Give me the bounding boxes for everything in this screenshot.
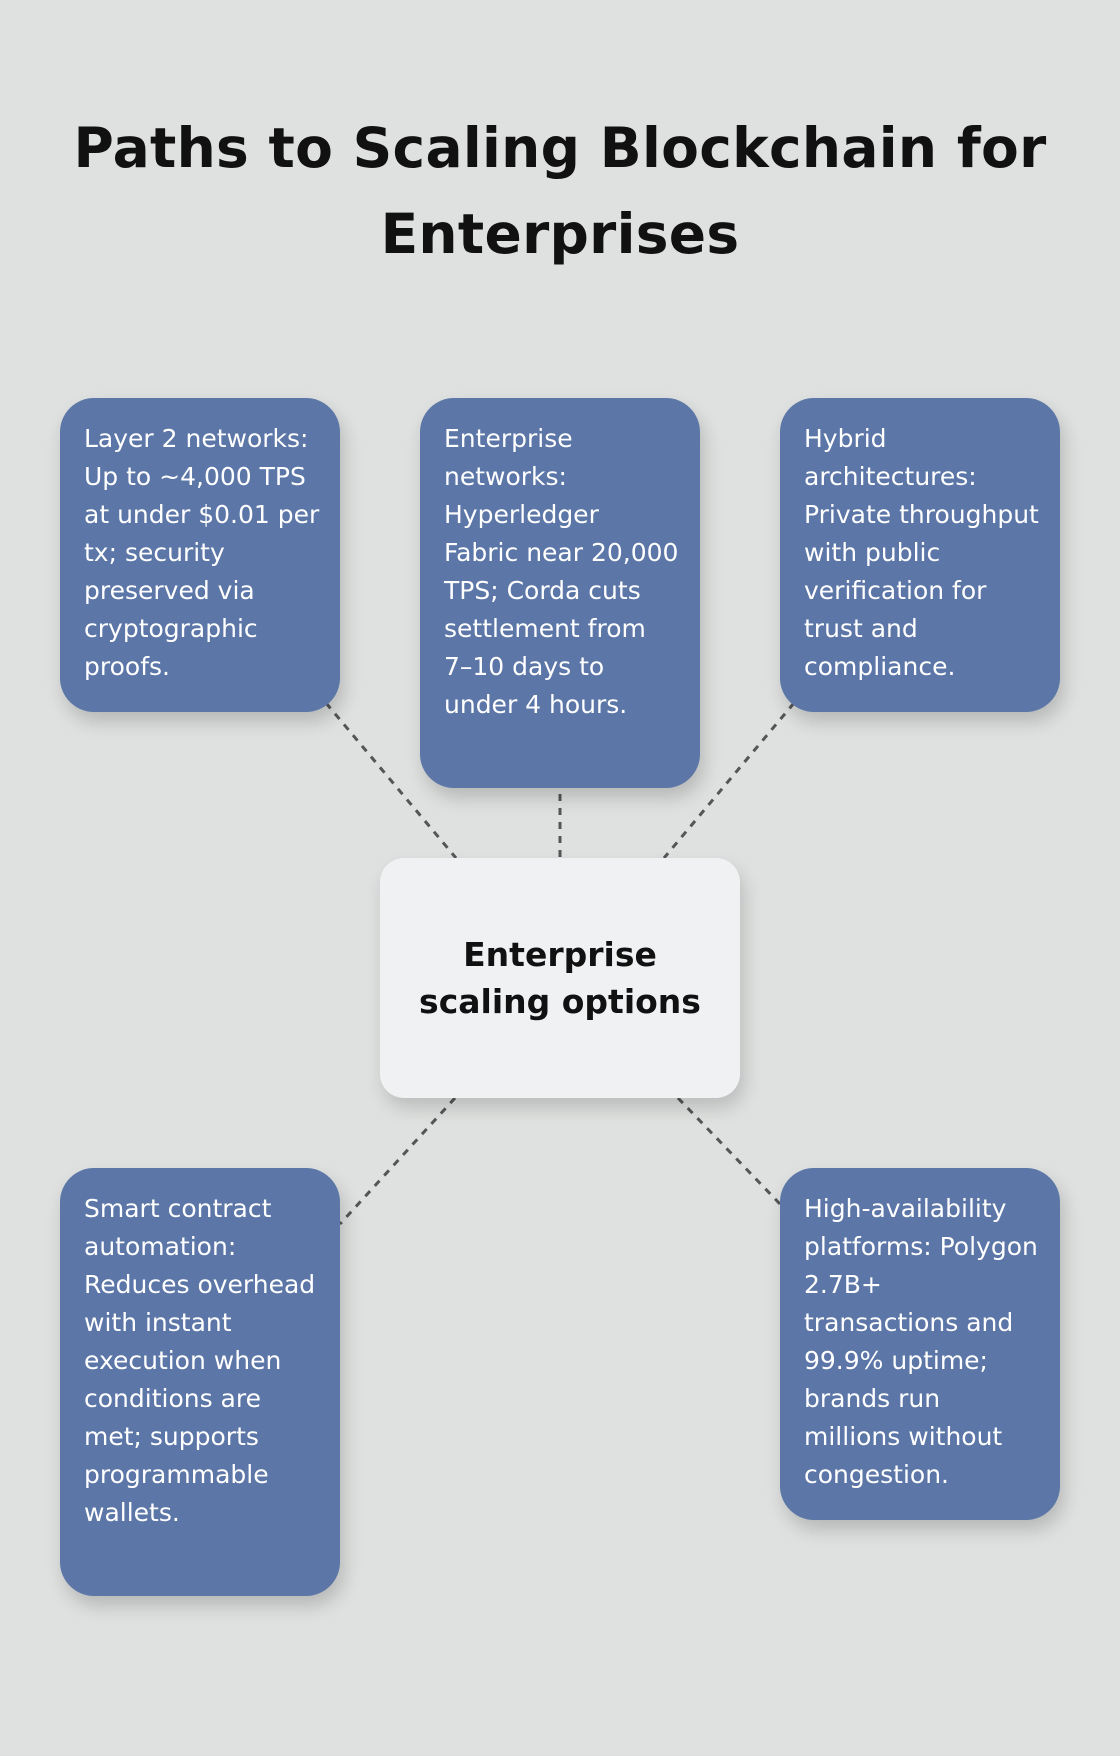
card-layer-2-networks: Layer 2 networks: Up to ~4,000 TPS at un…: [60, 398, 340, 712]
card-enterprise-networks: Enterprise networks: Hyperledger Fabric …: [420, 398, 700, 788]
connector-top-left: [324, 702, 458, 859]
connector-top-right: [662, 702, 796, 859]
connector-bottom-left: [338, 1096, 457, 1226]
diagram-title: Paths to Scaling Blockchain for Enterpri…: [73, 116, 1047, 266]
center-node: Enterprise scaling options: [380, 858, 740, 1098]
card-high-availability-platforms: High-availability platforms: Polygon 2.7…: [780, 1168, 1060, 1520]
center-node-label: Enterprise scaling options: [419, 935, 701, 1021]
connector-bottom-right: [676, 1096, 782, 1206]
card-hybrid-architectures: Hybrid architectures: Private throughput…: [780, 398, 1060, 712]
card-smart-contract-automation: Smart contract automation: Reduces overh…: [60, 1168, 340, 1596]
